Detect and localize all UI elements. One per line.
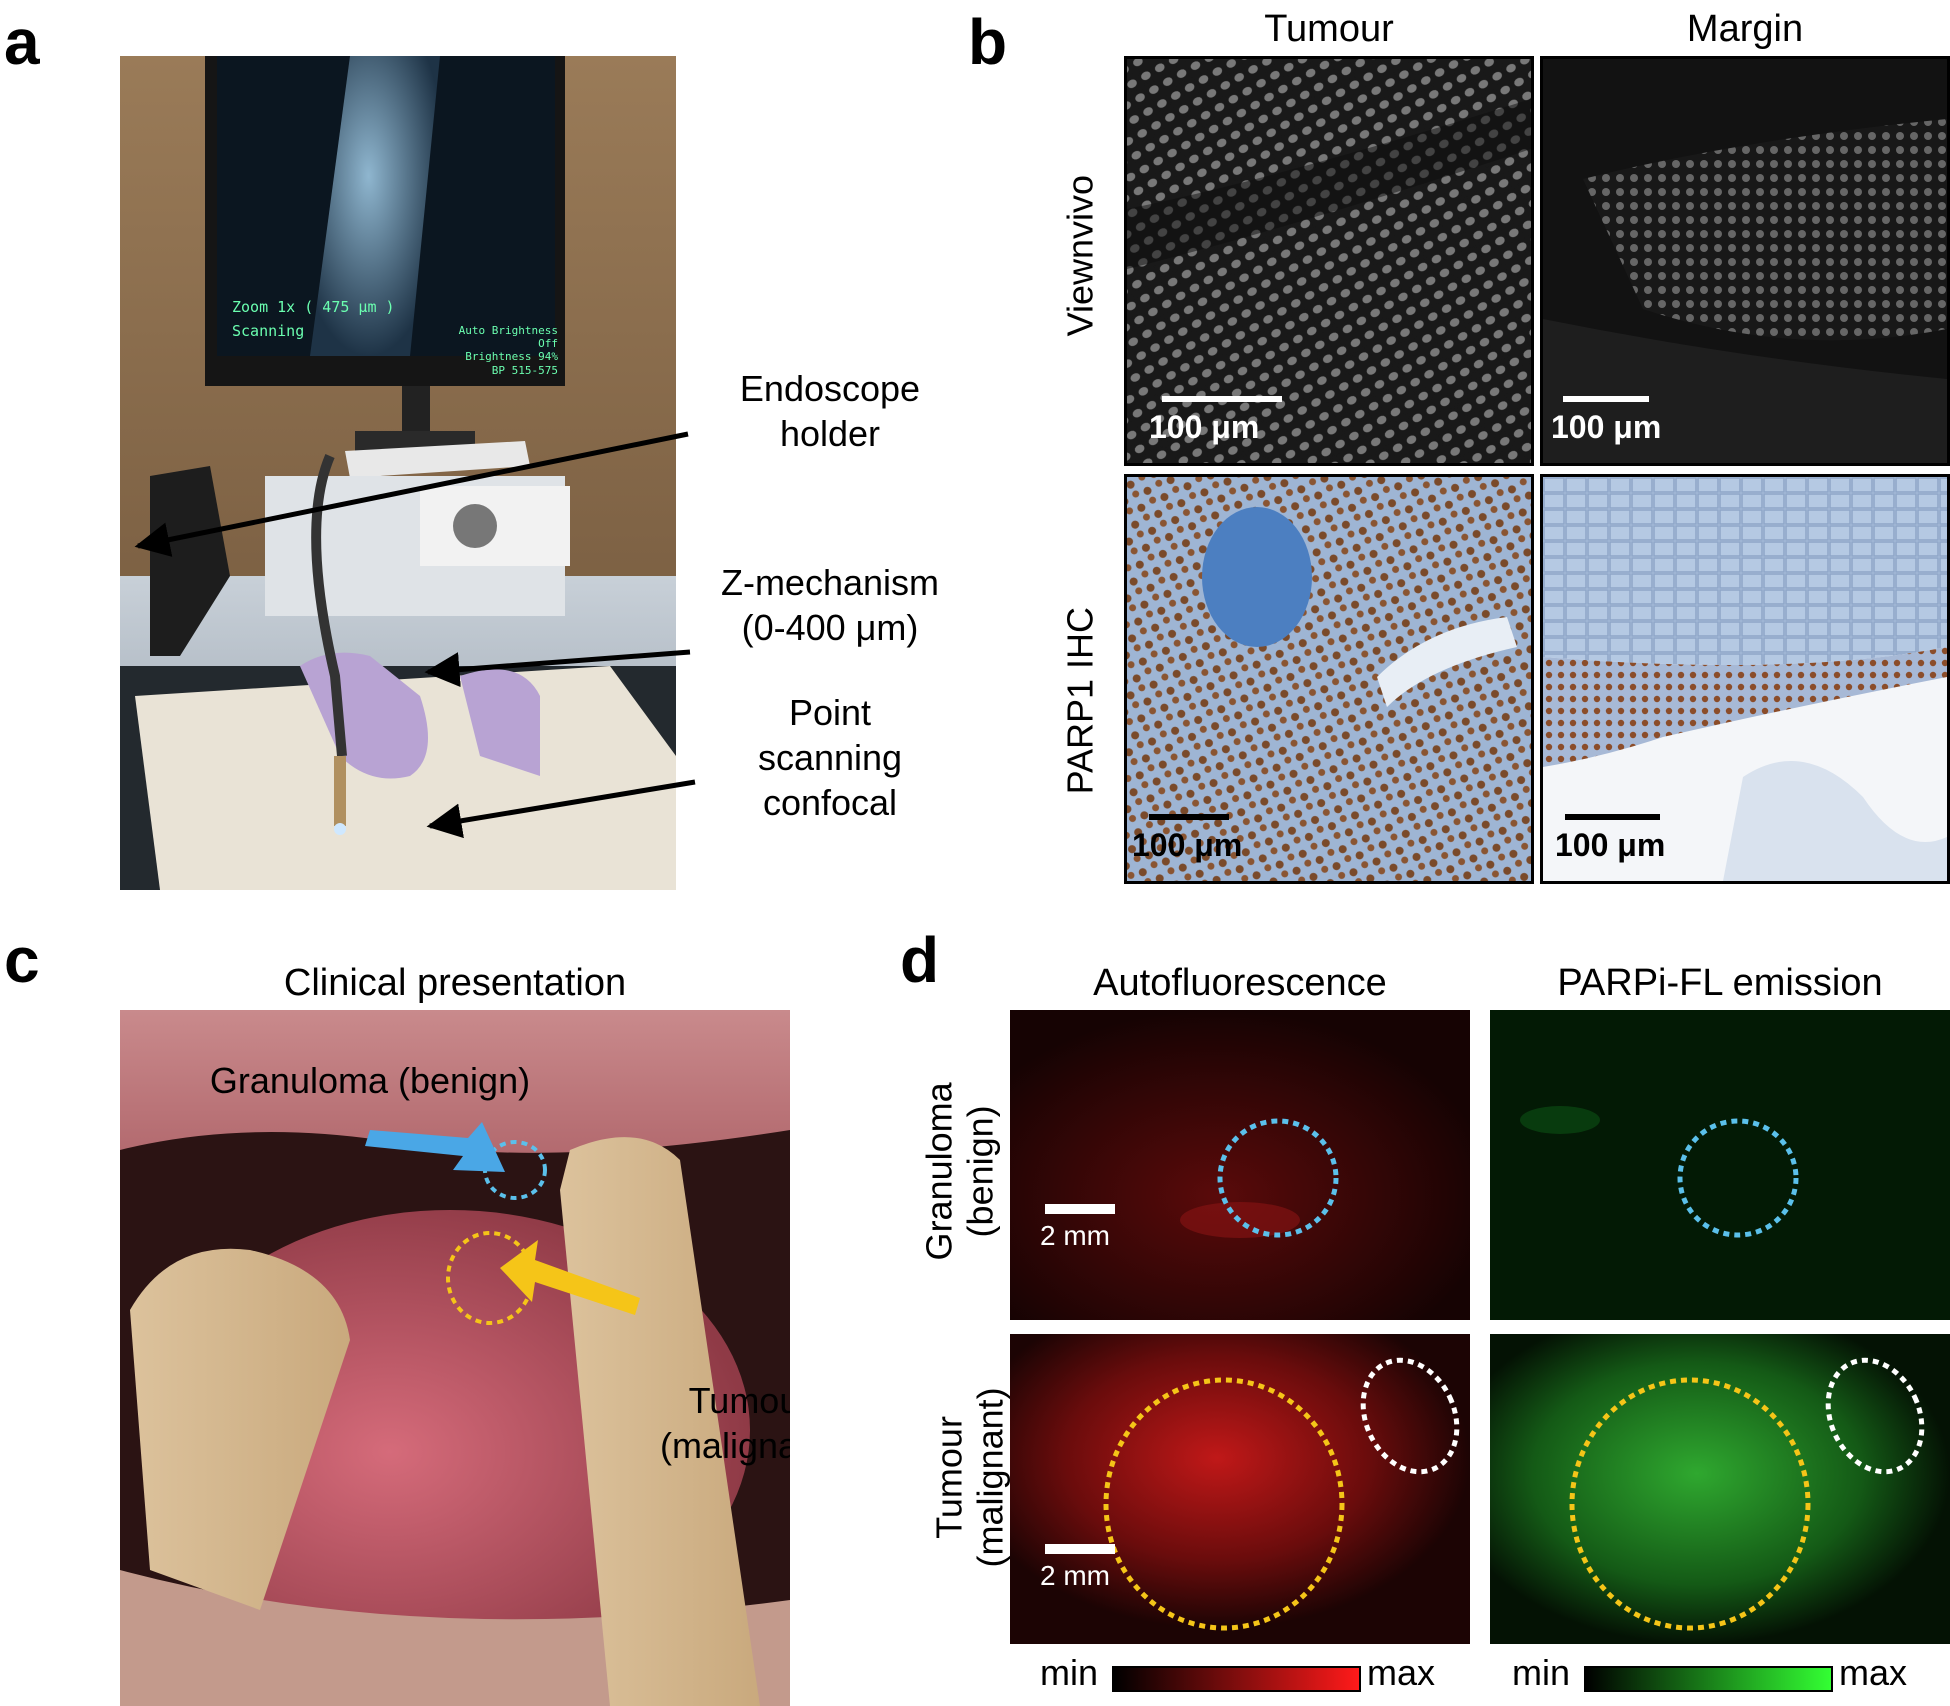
panel-b-row-viewnvivo: Viewnvivo <box>1059 174 1101 337</box>
scalebar-label: 100 μm <box>1132 827 1243 863</box>
callout-point-scanning: Point scanning confocal <box>680 690 980 825</box>
row-label-line: Granuloma <box>918 1082 960 1261</box>
callout-line: holder <box>779 413 881 454</box>
image-autofluorescence-granuloma: 2 mm <box>1010 1010 1470 1320</box>
screen-status: Scanning <box>232 322 305 340</box>
callout-z-mechanism: Z-mechanism (0-400 μm) <box>680 560 980 650</box>
scalebar <box>1149 814 1229 820</box>
label-granuloma-benign: Granuloma (benign) <box>209 1060 531 1101</box>
scalebar-label: 2 mm <box>1040 1220 1110 1251</box>
label-line: Tumour <box>688 1380 790 1421</box>
confocal-texture-tumour <box>1127 59 1531 463</box>
screen-zoom-readout: Zoom 1x ( 475 μm ) <box>232 298 395 316</box>
image-autofluorescence-tumour: 2 mm <box>1010 1334 1470 1644</box>
row-label-line: (malignant) <box>970 1387 1011 1568</box>
panel-b-column-margin: Margin <box>1686 8 1804 50</box>
panel-letter-b: b <box>968 6 1008 78</box>
image-ihc-margin: 100 μm <box>1540 474 1950 884</box>
panel-letter-d: d <box>900 924 940 996</box>
ihc-texture-margin <box>1543 477 1947 881</box>
confocal-texture-margin <box>1543 59 1947 463</box>
photo-clinical-presentation: Granuloma (benign) Tumour (malignant) <box>120 1010 790 1706</box>
callout-line: Point <box>788 692 872 733</box>
callout-line: Z-mechanism <box>720 562 940 603</box>
image-parpi-fl-granuloma <box>1490 1010 1950 1320</box>
callout-line: confocal <box>762 782 898 823</box>
scalebar-label: 100 μm <box>1555 827 1666 863</box>
scalebar <box>1563 396 1649 402</box>
scalebar-label: 100 μm <box>1551 409 1662 445</box>
panel-c-title: Clinical presentation <box>283 962 627 1004</box>
colorbar-green-min: min <box>1512 1652 1571 1693</box>
panel-letter-a: a <box>4 6 40 78</box>
image-parpi-fl-tumour <box>1490 1334 1950 1644</box>
panel-b-row-parp1: PARP1 IHC <box>1059 607 1101 795</box>
colorbar-red-max: max <box>1367 1652 1436 1693</box>
panel-b-column-tumour: Tumour <box>1264 8 1394 50</box>
panel-d-column-autofluorescence: Autofluorescence <box>1093 962 1387 1004</box>
fluorescence-red-tumour <box>1010 1334 1470 1644</box>
screen-brightness-line: Brightness 94% <box>465 350 558 364</box>
image-ihc-tumour: 100 μm <box>1124 474 1534 884</box>
row-label-line: (benign) <box>960 1105 1001 1238</box>
photo-endoscope-setup: Zoom 1x ( 475 μm ) Scanning Auto Brightn… <box>120 56 676 890</box>
callout-line: scanning <box>757 737 903 778</box>
label-tumour-malignant: Tumour (malignant) <box>630 1378 790 1468</box>
panel-d-row-tumour: Tumour (malignant) <box>929 1367 1012 1587</box>
callout-endoscope-holder: Endoscope holder <box>680 366 980 456</box>
ihc-texture-tumour <box>1127 477 1531 881</box>
panel-letter-c: c <box>4 924 40 996</box>
screen-brightness-line: BP 515-575 <box>491 363 558 377</box>
fluorescence-red-granuloma <box>1010 1010 1470 1320</box>
image-viewnvivo-margin: 100 μm <box>1540 56 1950 466</box>
panel-d-column-parpi-fl: PARPi-FL emission <box>1557 962 1883 1004</box>
scalebar <box>1045 1544 1115 1554</box>
setup-illustration <box>120 56 676 890</box>
panel-a-callout-arrows <box>134 431 696 839</box>
screen-brightness-line: Auto Brightness Off <box>458 324 558 351</box>
scalebar <box>1045 1204 1115 1214</box>
fluorescence-green-granuloma <box>1490 1010 1950 1320</box>
scalebar <box>1565 814 1660 820</box>
colorbar-red <box>1112 1666 1361 1692</box>
colorbar-red-min: min <box>1040 1652 1099 1693</box>
scalebar-label: 2 mm <box>1040 1560 1110 1591</box>
callout-line: Endoscope <box>739 368 921 409</box>
colorbar-green <box>1584 1666 1833 1692</box>
callout-line: (0-400 μm) <box>741 607 919 648</box>
row-label-line: Tumour <box>928 1416 970 1539</box>
clinical-photo-illustration <box>120 1010 790 1706</box>
scalebar-label: 100 μm <box>1149 409 1260 445</box>
screen-brightness: Auto Brightness Off Brightness 94% BP 51… <box>458 324 558 377</box>
image-viewnvivo-tumour: 100 μm <box>1124 56 1534 466</box>
scalebar <box>1162 396 1282 402</box>
panel-d-row-granuloma: Granuloma (benign) <box>919 1071 1002 1271</box>
label-line: (malignant) <box>659 1425 790 1466</box>
fluorescence-green-tumour <box>1490 1334 1950 1644</box>
colorbar-green-max: max <box>1839 1652 1908 1693</box>
